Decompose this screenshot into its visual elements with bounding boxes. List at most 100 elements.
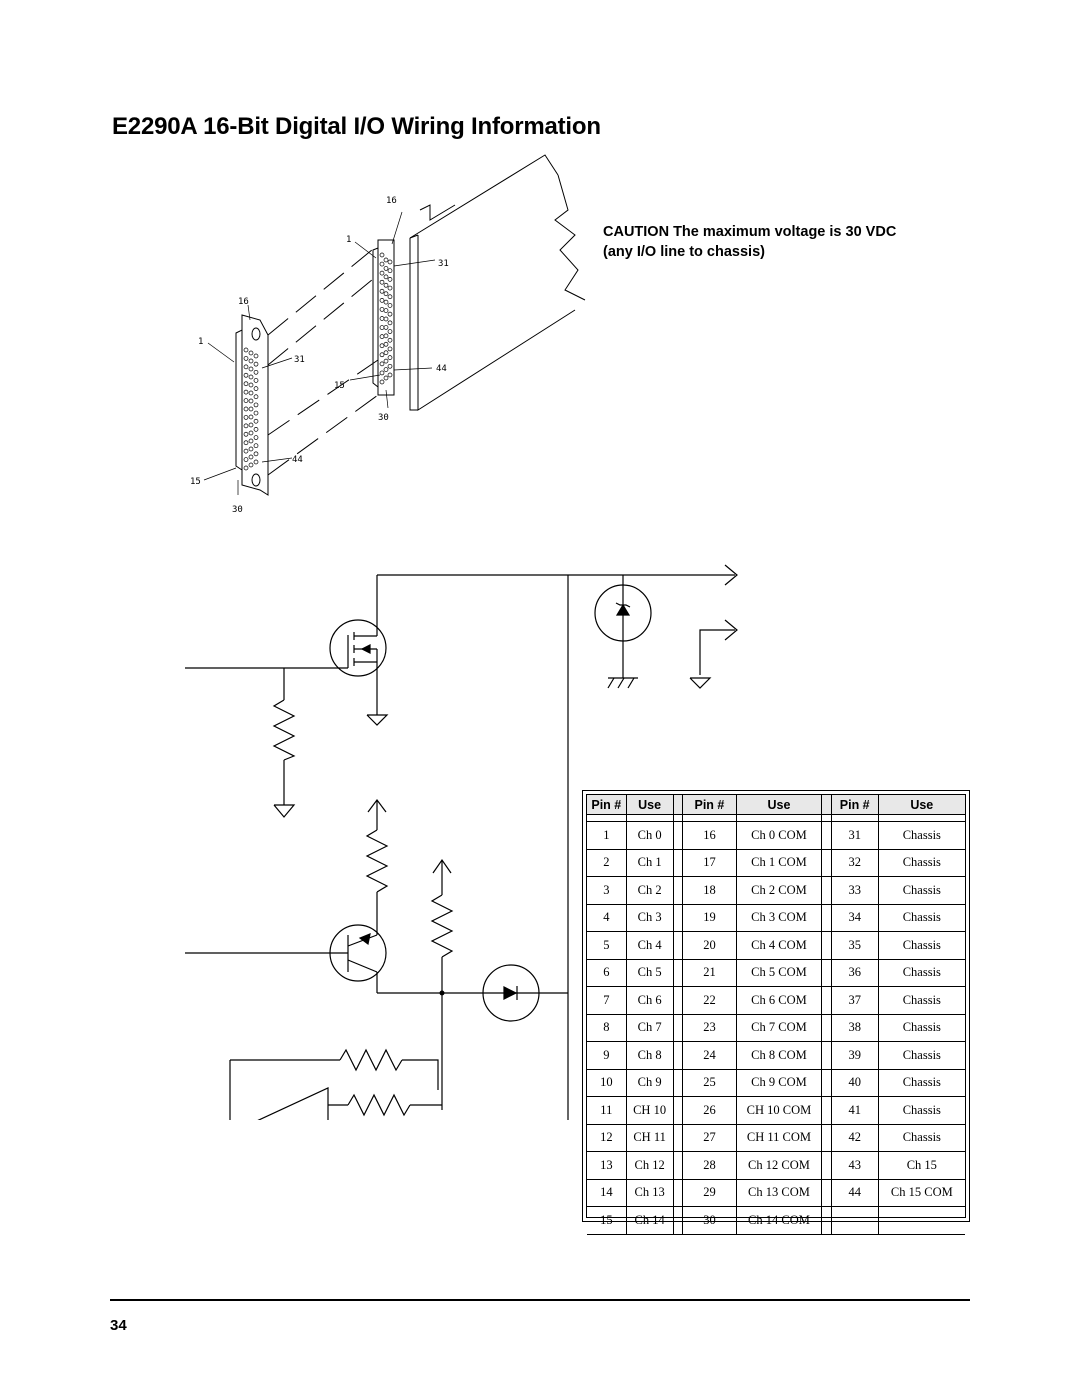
cell-use-b: Ch 3 COM: [735, 904, 822, 932]
cell-pin-c: 35: [830, 931, 879, 960]
column-separator: [672, 904, 683, 932]
connector-pin: [253, 402, 259, 408]
cell-use-c: [877, 1206, 965, 1235]
cell-use-a: Ch 7: [625, 1014, 674, 1042]
connector-pin: [379, 270, 385, 276]
cell-pin-c: 43: [830, 1151, 879, 1180]
connector-pin: [379, 261, 385, 267]
connector-pin: [243, 372, 249, 378]
connector-illustration: 16 1 31 44 15 30 16 1 31 44 15 30: [190, 154, 586, 515]
cell-pin-c: 32: [830, 849, 879, 877]
column-separator: [672, 1151, 683, 1180]
connector-pin: [387, 363, 393, 369]
cell-pin-b: 29: [682, 1179, 737, 1207]
connector-pin: [379, 325, 385, 330]
connector-pin: [248, 366, 254, 372]
connector-pin: [253, 418, 259, 424]
header-use-3: Use: [877, 795, 965, 815]
cell-pin-b: 16: [682, 821, 737, 850]
column-separator: [672, 931, 683, 960]
cell-use-b: Ch 12 COM: [735, 1151, 822, 1180]
cell-use-b: Ch 9 COM: [735, 1069, 822, 1097]
column-separator: [821, 959, 832, 987]
cell-pin-a: 1: [587, 821, 627, 850]
connector-pin: [387, 346, 393, 352]
cell-pin-b: 25: [682, 1069, 737, 1097]
column-separator: [672, 1206, 683, 1235]
cell-use-a: Ch 1: [625, 849, 674, 877]
cell-pin-c: 33: [830, 876, 879, 905]
connector-pin: [243, 381, 249, 387]
plug-label-16: 16: [238, 297, 249, 307]
cell-pin-b: 28: [682, 1151, 737, 1180]
cell-pin-c: 34: [830, 904, 879, 932]
column-separator: [821, 1096, 832, 1125]
connector-pin: [387, 372, 393, 378]
connector-pin: [387, 259, 393, 265]
connector-pin: [383, 274, 389, 280]
connector-pin: [387, 329, 393, 334]
connector-pin: [387, 337, 393, 343]
plug-label-31: 31: [294, 355, 305, 365]
cell-use-a: Ch 9: [625, 1069, 674, 1097]
board-label-44: 44: [436, 364, 447, 374]
cell-pin-a: 13: [587, 1151, 627, 1180]
column-separator: [672, 1014, 683, 1042]
cell-pin-c: 39: [830, 1041, 879, 1070]
cell-pin-b: 27: [682, 1124, 737, 1152]
column-separator: [821, 1151, 832, 1180]
table-header-row: Pin # Use Pin # Use Pin # Use: [587, 795, 965, 815]
column-separator: [821, 986, 832, 1015]
connector-pin: [379, 252, 385, 258]
cell-pin-c: 40: [830, 1069, 879, 1097]
connector-pin: [383, 299, 389, 305]
cell-use-c: Chassis: [877, 986, 965, 1015]
cell-pin-a: 5: [587, 931, 627, 960]
cell-use-b: Ch 6 COM: [735, 986, 822, 1015]
plug-label-30: 30: [232, 505, 243, 515]
connector-pin: [383, 291, 389, 297]
alignment-lines: [267, 244, 379, 476]
connector-pin: [387, 277, 393, 282]
cell-pin-a: 11: [587, 1096, 627, 1125]
cell-use-b: Ch 13 COM: [735, 1179, 822, 1207]
connector-pin: [253, 435, 259, 440]
cell-use-c: Chassis: [877, 849, 965, 877]
board-label-31: 31: [438, 259, 449, 269]
connector-pin: [243, 406, 249, 412]
footer-rule: [110, 1299, 970, 1301]
cell-use-b: CH 10 COM: [735, 1096, 822, 1125]
connector-pin: [248, 454, 254, 460]
connector-pin: [243, 448, 249, 454]
connector-pin: [248, 390, 254, 396]
connector-pin: [379, 279, 385, 285]
connector-pin: [383, 350, 389, 356]
cell-pin-c: [830, 1206, 879, 1235]
connector-pin: [253, 378, 259, 383]
board-label-30: 30: [378, 413, 389, 423]
connector-pin: [379, 352, 385, 358]
cell-use-c: Chassis: [877, 931, 965, 960]
cell-pin-a: 3: [587, 876, 627, 905]
cell-pin-a: 4: [587, 904, 627, 932]
connector-pin: [243, 423, 249, 429]
connector-pin: [243, 431, 249, 437]
header-pin-1: Pin #: [587, 795, 627, 815]
column-separator: [821, 1014, 832, 1042]
cell-pin-a: 6: [587, 959, 627, 987]
board-connector-pins: [379, 252, 393, 385]
cell-use-c: Chassis: [877, 1014, 965, 1042]
connector-pin: [248, 414, 254, 420]
board-label-16: 16: [386, 196, 397, 206]
column-separator: [672, 1096, 683, 1125]
